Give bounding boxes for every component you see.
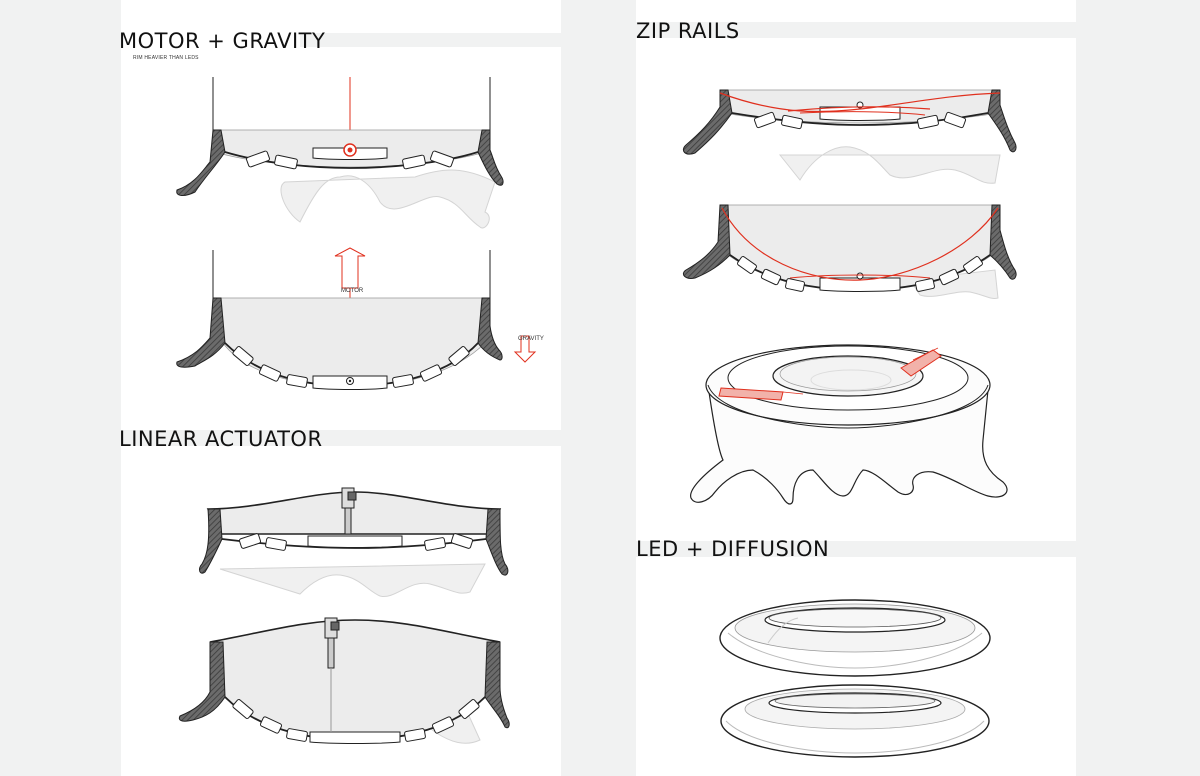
zip-rails-diagram-closed xyxy=(682,89,1017,184)
zip-rails-diagram-open xyxy=(682,204,1017,299)
section-title-zip-rails: ZIP RAILS xyxy=(636,19,740,43)
header-strip-led xyxy=(800,541,1076,557)
motor-label: MOTOR xyxy=(341,288,364,294)
section-title-led-diffusion: LED + DIFFUSION xyxy=(636,537,830,561)
section-subtitle-motor-gravity: RIM HEAVIER THAN LEDS xyxy=(133,55,199,61)
motor-gravity-diagram-closed xyxy=(176,77,504,229)
linear-actuator-diagram-closed xyxy=(198,487,509,597)
header-strip-motor xyxy=(300,33,561,47)
gravity-label: GRAVITY xyxy=(518,336,544,342)
linear-actuator-diagram-open xyxy=(178,617,510,744)
header-strip-linear xyxy=(300,430,561,446)
zip-rails-perspective xyxy=(690,344,1008,505)
section-title-motor-gravity: MOTOR + GRAVITY xyxy=(119,29,326,53)
led-base-bottom xyxy=(720,684,990,758)
motor-gravity-diagram-open: MOTOR GRAVITY xyxy=(176,247,544,390)
section-title-linear-actuator: LINEAR ACTUATOR xyxy=(119,427,323,451)
led-diffuser-top xyxy=(719,599,991,677)
panel-zip-rails-top xyxy=(636,0,1076,22)
